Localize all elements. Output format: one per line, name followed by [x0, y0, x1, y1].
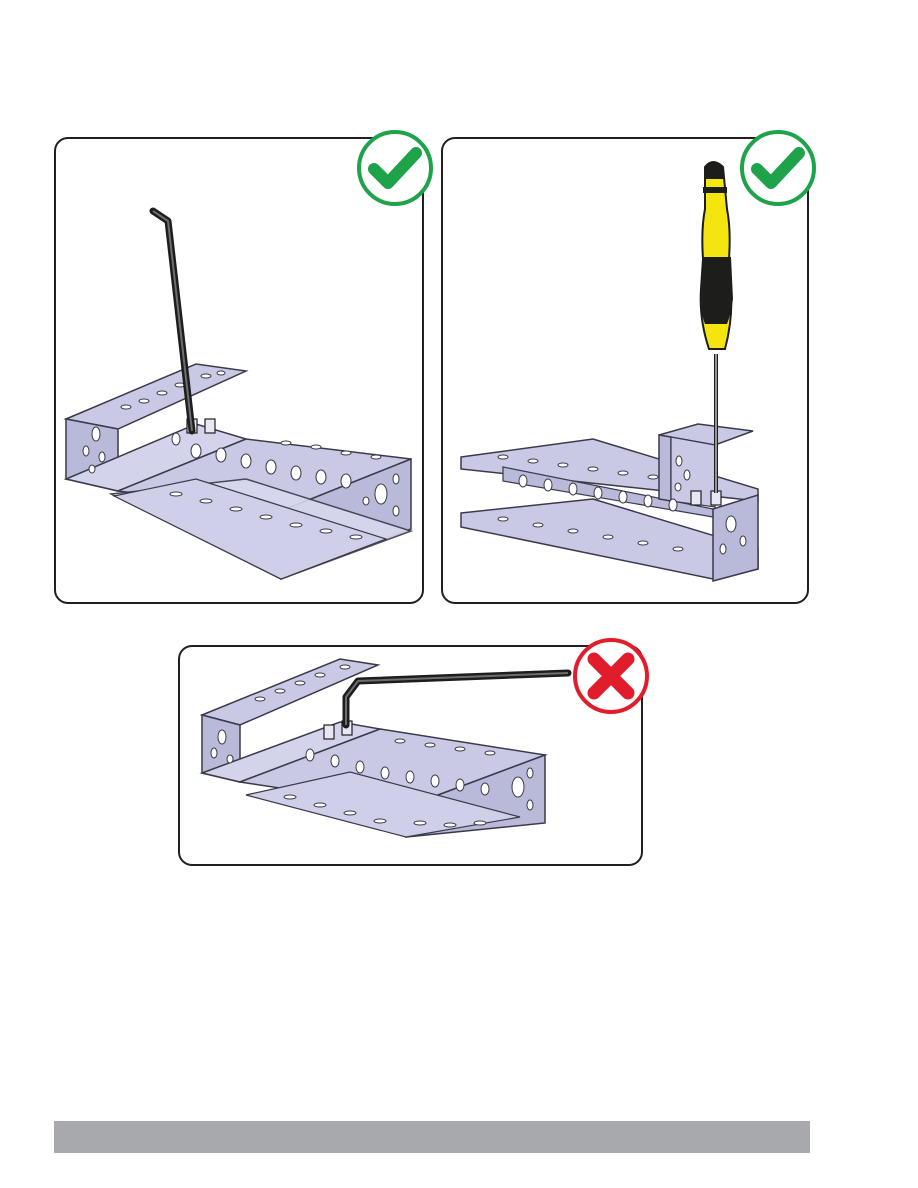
channel-assembly-illustration [56, 139, 426, 606]
x-icon [572, 637, 650, 715]
check-icon [739, 129, 817, 207]
check-icon [356, 129, 434, 207]
panel-incorrect-hex-key [178, 645, 643, 866]
footer-bar [54, 1121, 810, 1153]
panel-correct-screwdriver [441, 137, 809, 604]
channel-assembly-illustration [443, 139, 811, 606]
panel-correct-hex-key [54, 137, 424, 604]
